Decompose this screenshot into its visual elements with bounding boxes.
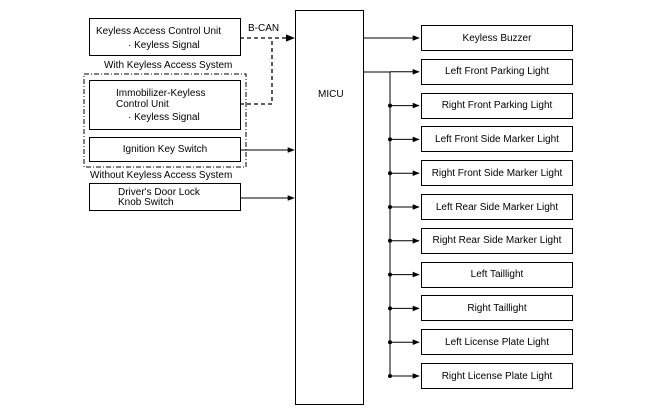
ignition-key-switch-label: Ignition Key Switch — [122, 144, 208, 155]
output-label: Right Front Side Marker Light — [431, 167, 563, 179]
keyless-unit-title: Keyless Access Control Unit — [96, 26, 222, 37]
junction-dot-3 — [388, 137, 392, 142]
micu-label: MICU — [318, 89, 344, 100]
light-branches — [388, 69, 420, 379]
output-label: Keyless Buzzer — [462, 32, 532, 44]
output-label: Left Front Side Marker Light — [435, 133, 559, 145]
without-keyless-label: Without Keyless Access System — [90, 170, 233, 181]
output-box-3: Left Front Side Marker Light — [421, 126, 573, 153]
output-box-5: Left Rear Side Marker Light — [421, 194, 573, 220]
keyless-access-control-unit-box: Keyless Access Control Unit · Keyless Si… — [89, 18, 241, 56]
output-label: Right Front Parking Light — [441, 100, 553, 112]
output-label: Right Taillight — [467, 302, 527, 314]
junction-dot-9 — [388, 340, 392, 345]
output-label: Left Taillight — [470, 269, 524, 281]
with-keyless-label: With Keyless Access System — [104, 60, 233, 71]
door-lock-line2: Knob Switch — [118, 197, 174, 208]
lights-bus — [364, 71, 391, 376]
immobilizer-title-line2: Control Unit — [116, 99, 169, 110]
output-box-1: Left Front Parking Light — [421, 58, 573, 85]
output-label: Left License Plate Light — [445, 336, 549, 348]
bcan-label: B-CAN — [248, 23, 280, 34]
door-lock-line1: Driver's Door Lock — [118, 187, 200, 198]
output-label: Right Rear Side Marker Light — [432, 235, 562, 247]
junction-dot-6 — [388, 238, 392, 243]
ignition-key-switch-box: Ignition Key Switch — [89, 137, 241, 162]
drivers-door-lock-knob-switch-box: Driver's Door Lock Knob Switch — [89, 183, 241, 211]
junction-dot-8 — [388, 306, 392, 311]
junction-dot-5 — [388, 205, 392, 209]
output-box-10: Right License Plate Light — [421, 363, 573, 389]
without-keyless-group-outline — [83, 73, 247, 168]
output-box-2: Right Front Parking Light — [421, 92, 573, 119]
output-box-7: Left Taillight — [421, 261, 573, 288]
output-label: Left Rear Side Marker Light — [435, 201, 559, 213]
immobilizer-title-line1: Immobilizer-Keyless — [116, 88, 206, 99]
junction-dot-7 — [388, 272, 392, 277]
micu-box: MICU — [295, 10, 364, 405]
immobilizer-wire — [240, 38, 273, 105]
output-label: Right License Plate Light — [441, 370, 553, 382]
immobilizer-signal: · Keyless Signal — [128, 112, 200, 123]
output-box-9: Left License Plate Light — [421, 329, 573, 356]
keyless-unit-signal: · Keyless Signal — [128, 40, 200, 51]
junction-dot-10 — [388, 374, 392, 378]
output-label: Left Front Parking Light — [445, 66, 549, 78]
output-box-8: Right Taillight — [421, 295, 573, 322]
output-box-4: Right Front Side Marker Light — [421, 160, 573, 187]
output-box-0: Keyless Buzzer — [421, 25, 573, 51]
junction-dot-2 — [388, 103, 392, 108]
junction-dot-4 — [388, 171, 392, 176]
output-box-6: Right Rear Side Marker Light — [421, 227, 573, 254]
immobilizer-keyless-control-unit-box: Immobilizer-Keyless Control Unit · Keyle… — [89, 80, 241, 130]
